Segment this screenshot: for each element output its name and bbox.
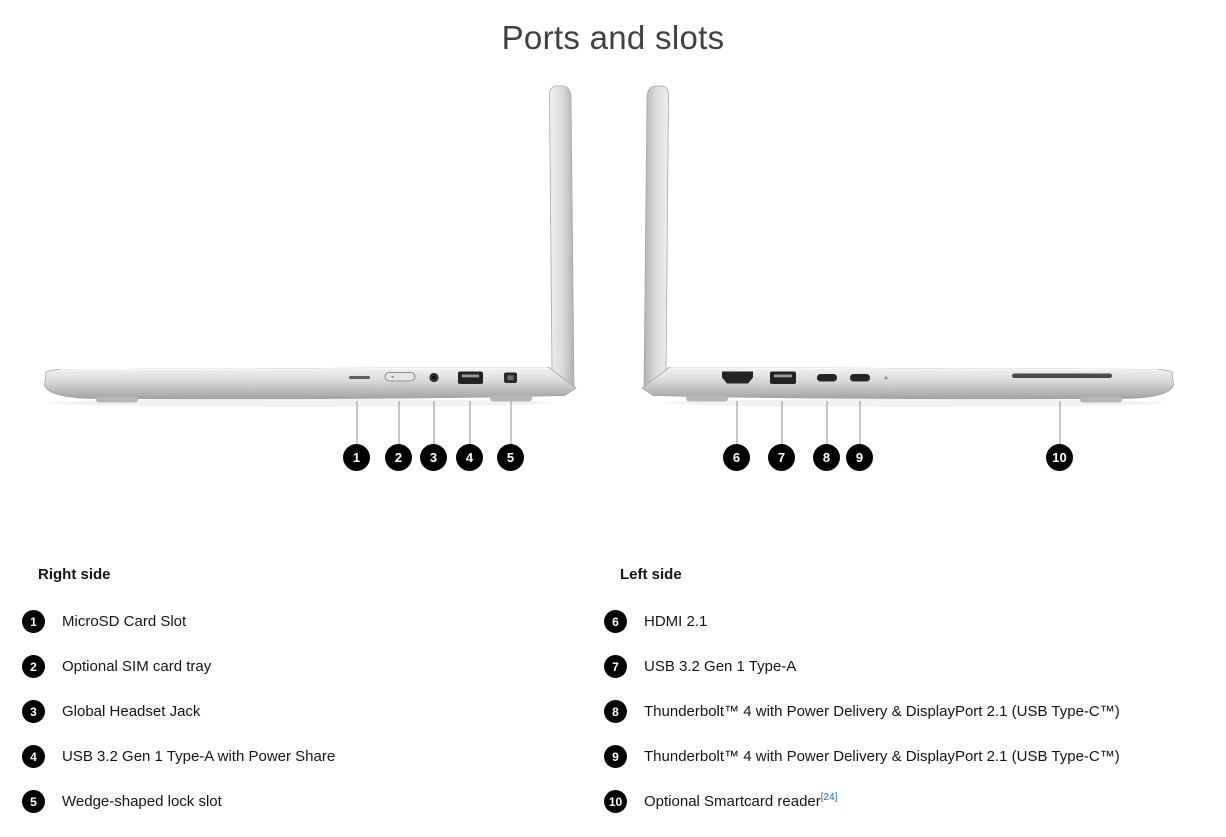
rubber-foot (686, 395, 728, 402)
port-label: Optional Smartcard reader[24] (644, 792, 838, 811)
legend-heading-right: Right side (38, 566, 111, 583)
port-label: Thunderbolt™ 4 with Power Delivery & Dis… (644, 748, 1120, 765)
legend-rows: 1 MicroSD Card Slot 2 Optional SIM card … (22, 599, 582, 824)
list-item: 5 Wedge-shaped lock slot (22, 779, 582, 824)
laptop-lid (549, 85, 575, 390)
callout-badge: 10 (604, 790, 627, 813)
callout-badge: 2 (385, 444, 412, 471)
port-label: Global Headset Jack (62, 703, 201, 720)
sim-tray (384, 371, 416, 382)
callout-badge: 8 (604, 700, 627, 723)
rubber-foot (96, 396, 138, 403)
port-label: Wedge-shaped lock slot (62, 793, 222, 810)
callout-badge: 1 (343, 444, 370, 471)
callout-badge: 8 (813, 444, 840, 471)
callout-badge: 10 (1046, 444, 1073, 471)
footnote-link[interactable]: [24] (820, 792, 838, 803)
laptop-lid (643, 85, 669, 390)
callout-badge: 1 (22, 610, 45, 633)
list-item: 3 Global Headset Jack (22, 689, 582, 734)
usb-c-port-2 (850, 374, 870, 382)
right-side-laptop-illustration (44, 85, 577, 407)
page-title: Ports and slots (501, 19, 725, 56)
callout-badge: 6 (723, 444, 750, 471)
rubber-foot (1080, 396, 1122, 403)
callout-badge: 6 (604, 610, 627, 633)
callout-badge: 4 (22, 745, 45, 768)
callout-badge: 3 (420, 444, 447, 471)
callout-badge: 2 (22, 655, 45, 678)
port-label: MicroSD Card Slot (62, 613, 187, 630)
list-item: 10 Optional Smartcard reader[24] (604, 779, 1214, 824)
list-item: 1 MicroSD Card Slot (22, 599, 582, 644)
hdmi-port (722, 371, 753, 384)
callout-badge: 7 (604, 655, 627, 678)
callout-badge: 5 (497, 444, 524, 471)
rubber-foot (490, 395, 532, 402)
port-label: Optional SIM card tray (62, 658, 212, 675)
callout-badge: 9 (846, 444, 873, 471)
port-label-text: Optional Smartcard reader (644, 793, 821, 810)
lock-slot (504, 372, 517, 383)
usb-c-port-1 (817, 374, 837, 382)
laptop-base (641, 367, 1174, 400)
headset-jack (429, 372, 439, 383)
sim-eject-hole (391, 375, 394, 378)
legend-left-side: Left side 6 HDMI 2.1 7 USB 3.2 Gen 1 Typ… (604, 566, 1214, 824)
port-label: USB 3.2 Gen 1 Type-A with Power Share (62, 748, 336, 765)
callout-badge: 4 (456, 444, 483, 471)
port-label: Thunderbolt™ 4 with Power Delivery & Dis… (644, 703, 1120, 720)
port-label: USB 3.2 Gen 1 Type-A (644, 658, 797, 675)
list-item: 4 USB 3.2 Gen 1 Type-A with Power Share (22, 734, 582, 779)
callout-badge: 3 (22, 700, 45, 723)
legend-rows: 6 HDMI 2.1 7 USB 3.2 Gen 1 Type-A 8 Thun… (604, 599, 1214, 824)
list-item: 6 HDMI 2.1 (604, 599, 1214, 644)
smartcard-slot (1012, 373, 1112, 378)
microsd-slot (349, 376, 370, 379)
laptop-base (44, 367, 577, 400)
usb-a-port-right (458, 371, 483, 384)
left-side-laptop-illustration (641, 85, 1174, 407)
list-item: 9 Thunderbolt™ 4 with Power Delivery & D… (604, 734, 1214, 779)
legend-right-side: Right side 1 MicroSD Card Slot 2 Optiona… (22, 566, 582, 824)
status-led (884, 376, 888, 380)
legend-heading-left: Left side (620, 566, 682, 583)
list-item: 8 Thunderbolt™ 4 with Power Delivery & D… (604, 689, 1214, 734)
callout-badge: 5 (22, 790, 45, 813)
callout-lines (356, 401, 1061, 444)
list-item: 7 USB 3.2 Gen 1 Type-A (604, 644, 1214, 689)
callout-badge: 9 (604, 745, 627, 768)
port-label: HDMI 2.1 (644, 613, 708, 630)
list-item: 2 Optional SIM card tray (22, 644, 582, 689)
callout-badge: 7 (768, 444, 795, 471)
usb-a-port-left (770, 371, 796, 384)
